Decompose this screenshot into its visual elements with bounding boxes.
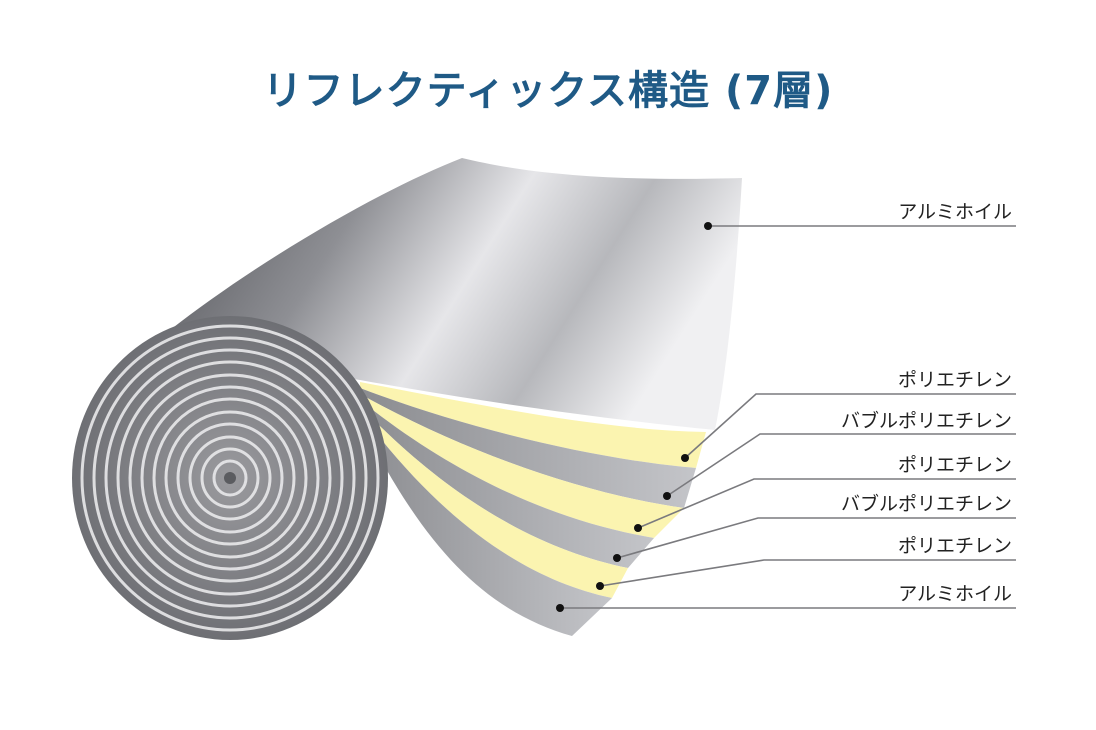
marker-dot-3 [663,492,671,500]
layer-label-6: ポリエチレン [898,535,1012,557]
leader-line-5 [616,517,1016,559]
layer-label-2: ポリエチレン [898,369,1012,391]
roll-end [72,316,388,640]
leader-line-6 [599,559,1016,587]
marker-dot-4 [634,524,642,532]
layer-label-5: バブルポリエチレン [841,492,1012,515]
layer-label-3: バブルポリエチレン [841,409,1012,432]
strip-bubble-2 [360,400,654,568]
marker-dot-5 [613,554,621,562]
strip-poly-3 [360,406,628,598]
marker-dot-2 [681,454,689,462]
marker-dot-6 [596,582,604,590]
strip-bubble-1 [360,388,696,508]
layer-label-4: ポリエチレン [898,454,1012,476]
leader-line-4 [637,478,1016,529]
marker-dot-7 [556,604,564,612]
page-title: リフレクティックス構造 (7層) [262,68,834,114]
strip-poly-2 [360,394,684,538]
strip-poly-1 [360,382,706,468]
layer-label-1: アルミホイル [898,201,1012,223]
leader-line-2 [684,393,1016,459]
strip-foil-bottom [360,412,612,636]
leader-line-3 [666,433,1016,497]
layer-label-7: アルミホイル [898,583,1012,605]
marker-dot-1 [704,222,712,230]
